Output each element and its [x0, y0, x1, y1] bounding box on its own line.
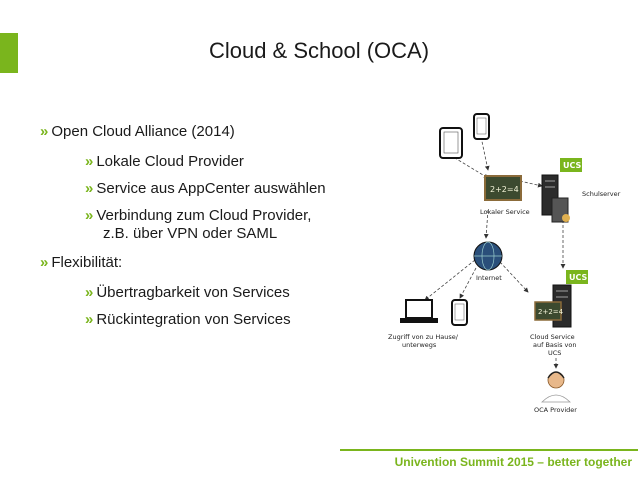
chevron-icon: » [85, 311, 94, 328]
bullet-text: Flexibilität: [51, 254, 123, 271]
subbullet-cloud-provider: »Lokale Cloud Provider [85, 153, 244, 171]
chevron-icon: » [85, 153, 94, 170]
label-cloud-service-3: UCS [548, 349, 561, 357]
connector-line [459, 267, 477, 299]
chalkboard-icon: 2+2=4 [484, 175, 522, 201]
svg-text:UCS: UCS [563, 161, 582, 170]
ucs-badge-icon: UCS [560, 158, 582, 172]
bullet-text: Rückintegration von Services [96, 311, 291, 328]
bullet-text: Open Cloud Alliance (2014) [51, 123, 235, 140]
globe-icon [473, 241, 503, 271]
chevron-icon: » [85, 207, 94, 224]
smartphone-icon [451, 299, 468, 326]
subbullet-rueckintegration: »Rückintegration von Services [85, 311, 291, 329]
bullet-oca: »Open Cloud Alliance (2014) [40, 123, 235, 141]
subbullet-verbindung-cont: z.B. über VPN oder SAML [103, 225, 278, 242]
connector-line [424, 259, 476, 301]
label-oca-provider: OCA Provider [534, 406, 577, 414]
label-zugriff-2: unterwegs [402, 341, 437, 349]
label-lokaler-service: Lokaler Service [480, 208, 530, 216]
architecture-diagram: 2+2=4 Lokaler Service UCS Schulserver In… [388, 113, 621, 414]
bullet-text: Service aus AppCenter auswählen [96, 180, 326, 197]
slide-title: Cloud & School (OCA) [208, 38, 430, 63]
tablet-icon [439, 127, 463, 159]
server-icon [541, 174, 570, 223]
connector-line [499, 261, 529, 293]
ucs-badge-icon: UCS [566, 270, 588, 284]
bullet-text: Verbindung zum Cloud Provider, [96, 207, 312, 224]
bullet-text: Übertragbarkeit von Services [96, 284, 290, 301]
footer-text: Univention Summit 2015 – better together [394, 455, 632, 469]
chevron-icon: » [40, 123, 49, 140]
label-cloud-service-2: auf Basis von [533, 341, 577, 349]
footer-rule [340, 449, 638, 451]
laptop-icon [400, 299, 438, 323]
svg-text:2+2=4: 2+2=4 [490, 185, 519, 194]
label-zugriff: Zugriff von zu Hause/ [388, 333, 459, 341]
smartphone-icon [473, 113, 490, 140]
chevron-icon: » [40, 254, 49, 271]
subbullet-appcenter: »Service aus AppCenter auswählen [85, 180, 326, 198]
bullet-text: Lokale Cloud Provider [96, 153, 244, 170]
bullet-flexibilitaet: »Flexibilität: [40, 254, 122, 272]
person-headset-icon [541, 371, 571, 403]
svg-text:UCS: UCS [569, 273, 588, 282]
subbullet-uebertragbarkeit: »Übertragbarkeit von Services [85, 284, 290, 302]
chevron-icon: » [85, 180, 94, 197]
chevron-icon: » [85, 284, 94, 301]
svg-text:2+2=4: 2+2=4 [538, 308, 564, 316]
cloud-server-icon: 2+2=4 [534, 284, 572, 328]
label-cloud-service: Cloud Service [530, 333, 575, 341]
label-internet: Internet [476, 274, 502, 282]
accent-bar [0, 33, 18, 73]
subbullet-verbindung: »Verbindung zum Cloud Provider, [85, 207, 311, 225]
label-schulserver: Schulserver [582, 190, 621, 198]
